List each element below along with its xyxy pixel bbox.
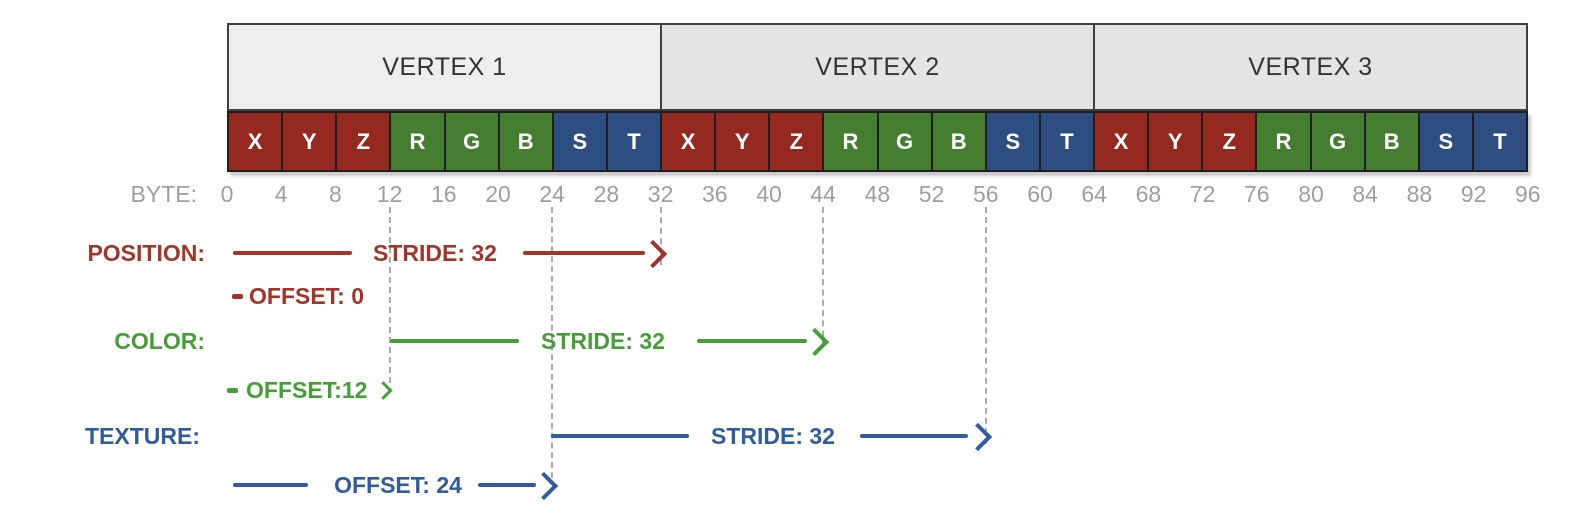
attribute-cell-position-y: Y [1149,111,1204,172]
position-stride-line [233,251,352,255]
vertex-header-2: VERTEX 2 [662,23,1095,111]
byte-tick-96: 96 [1515,181,1541,207]
attribute-cell-color-r: R [824,111,879,172]
texture-stride-line2 [860,434,968,438]
byte-tick-32: 32 [647,181,674,207]
byte-tick-88: 88 [1406,181,1433,207]
texture-offset-line2 [478,483,536,487]
attribute-cell-position-x: X [227,111,284,172]
byte-tick-16: 16 [431,181,457,207]
byte-tick-24: 24 [539,181,565,207]
byte-tick-84: 84 [1352,181,1378,207]
position-offset-marker [232,294,243,299]
attribute-cell-position-z: Z [770,111,825,172]
byte-tick-80: 80 [1298,181,1324,207]
color-stride-line2 [697,339,807,343]
color-offset-arrowhead-icon [374,381,393,400]
byte-tick-40: 40 [756,181,782,207]
guide-line-byte-24 [551,207,553,478]
guide-line-byte-44 [822,207,824,347]
position-stride-arrowhead-icon [638,239,668,269]
color-offset-label: OFFSET:12 [246,377,368,403]
texture-offset-arrowhead-icon [529,471,559,501]
byte-tick-92: 92 [1460,181,1487,207]
attribute-cell-color-g: G [878,111,933,172]
byte-tick-68: 68 [1135,181,1162,207]
attribute-cell-color-r: R [1257,111,1312,172]
position-stride-line2 [523,251,645,255]
attribute-cell-texture-t: T [1473,111,1528,172]
texture-row-label: TEXTURE: [85,423,200,449]
color-stride-line [390,339,519,343]
attribute-cell-position-y: Y [716,111,771,172]
texture-offset-line [233,483,308,487]
attribute-cell-color-b: B [1365,111,1420,172]
texture-stride-line [551,434,689,438]
attribute-cell-color-b: B [499,111,554,172]
position-offset-label: OFFSET: 0 [249,283,365,309]
byte-tick-4: 4 [274,181,288,207]
byte-tick-8: 8 [328,181,342,207]
attribute-cell-position-z: Z [1203,111,1258,172]
color-stride-arrowhead-icon [800,327,830,357]
byte-tick-12: 12 [376,181,403,207]
attribute-cell-color-g: G [1311,111,1366,172]
vertex-header-3: VERTEX 3 [1095,23,1528,111]
texture-stride-arrowhead-icon [963,422,993,452]
byte-tick-64: 64 [1081,181,1107,207]
attribute-cell-position-z: Z [337,111,392,172]
color-row-label: COLOR: [114,328,205,354]
attribute-cell-texture-s: S [553,111,608,172]
attribute-cell-texture-t: T [1040,111,1095,172]
vertex-header-1: VERTEX 1 [227,23,662,111]
byte-tick-28: 28 [593,181,620,207]
attribute-cell-color-b: B [932,111,987,172]
position-row-label: POSITION: [87,240,205,266]
attribute-cell-position-x: X [662,111,717,172]
byte-tick-44: 44 [810,181,836,207]
byte-tick-72: 72 [1189,181,1216,207]
byte-tick-76: 76 [1244,181,1270,207]
attribute-cell-texture-t: T [607,111,662,172]
attribute-cell-position-y: Y [283,111,338,172]
byte-axis-label: BYTE: [130,181,197,207]
guide-line-byte-56 [985,207,987,444]
guide-line-byte-12 [389,207,391,383]
attribute-cell-texture-s: S [986,111,1041,172]
attribute-cell-color-r: R [391,111,446,172]
byte-tick-36: 36 [702,181,728,207]
byte-tick-52: 52 [918,181,945,207]
byte-tick-60: 60 [1027,181,1053,207]
position-stride-label: STRIDE: 32 [373,240,497,266]
attribute-cell-texture-s: S [1419,111,1474,172]
guide-line-byte-32 [660,207,662,265]
texture-offset-label: OFFSET: 24 [334,472,462,498]
byte-tick-48: 48 [864,181,891,207]
color-offset-marker [227,388,238,393]
attribute-cell-color-g: G [445,111,500,172]
byte-tick-0: 0 [220,181,234,207]
byte-tick-56: 56 [973,181,999,207]
texture-stride-label: STRIDE: 32 [711,423,835,449]
byte-tick-20: 20 [485,181,511,207]
color-stride-label: STRIDE: 32 [541,328,665,354]
attribute-cell-position-x: X [1095,111,1150,172]
